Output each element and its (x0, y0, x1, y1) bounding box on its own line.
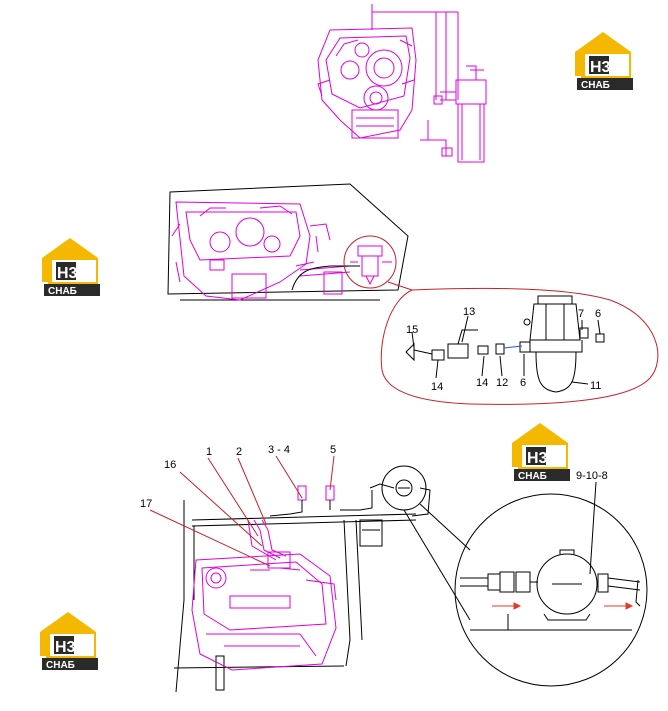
logo-name-text: СНАБ (48, 286, 77, 297)
callout-12: 12 (496, 377, 508, 389)
callout-5: 5 (330, 444, 336, 456)
callout-labels: 15 13 7 6 14 14 12 6 11 1 2 3 - 4 5 16 1… (140, 306, 608, 510)
callout-14-left: 14 (431, 381, 443, 393)
callout-2: 2 (236, 446, 242, 458)
logo-mark-text: H3 (57, 265, 78, 282)
callout-13: 13 (463, 306, 475, 318)
callout-15: 15 (406, 324, 418, 336)
logo-mark-text: H3 (590, 59, 611, 76)
callout-7: 7 (578, 308, 584, 320)
engine-view-top (317, 4, 487, 163)
callout-3-4: 3 - 4 (268, 444, 290, 456)
engine-view-bottom (149, 455, 471, 693)
callout-17: 17 (140, 498, 152, 510)
logo-mid-left: H3 СНАБ (42, 238, 100, 297)
callout-6-right: 6 (595, 308, 601, 320)
callout-11: 11 (590, 380, 601, 392)
logo-mark-text: H3 (55, 639, 76, 656)
logo-bottom-left: H3 СНАБ (40, 612, 98, 671)
callout-1: 1 (206, 446, 212, 458)
logo-mark-text: H3 (527, 450, 548, 467)
logo-name-text: СНАБ (46, 660, 75, 671)
callout-6-mid: 6 (520, 377, 526, 389)
callout-9-10-8: 9-10-8 (576, 470, 608, 482)
logo-top-right: H3 СНАБ (575, 32, 633, 91)
filter-detail-circle (454, 481, 648, 687)
filter-detail-oval (380, 287, 659, 405)
callout-14-mid: 14 (476, 377, 488, 389)
logo-name-text: СНАБ (581, 80, 610, 91)
engine-view-middle (167, 183, 413, 301)
callout-16: 16 (164, 459, 176, 471)
logo-lower-right: H3 СНАБ (512, 423, 570, 482)
logo-name-text: СНАБ (518, 471, 547, 482)
